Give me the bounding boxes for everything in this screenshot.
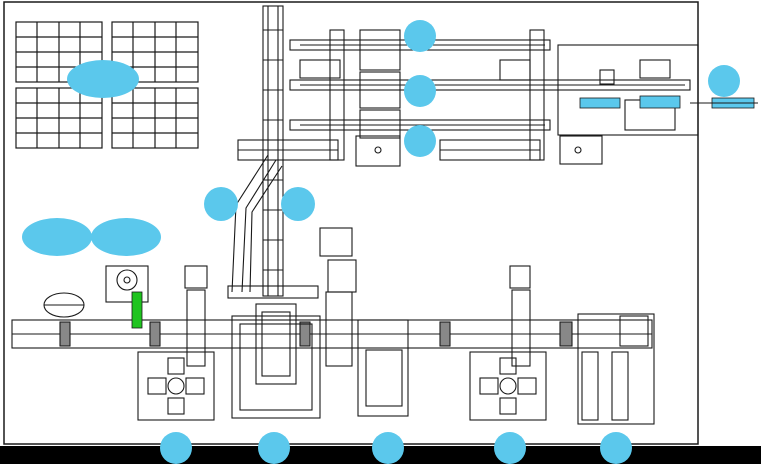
callout-marker-upper-3: [404, 125, 436, 157]
teal-output-strip: [579, 95, 758, 109]
upper-conveyor-lines: [237, 29, 699, 167]
callout-marker-left-b: [91, 218, 161, 256]
main-conveyor: [11, 319, 653, 349]
callout-marker-grid: [67, 60, 139, 98]
callout-marker-incline-left: [204, 187, 238, 221]
callout-marker-bottom-4: [494, 432, 526, 464]
callout-marker-left-a: [22, 218, 92, 256]
vertical-gantry: [262, 5, 284, 297]
green-highlight-component: [131, 291, 143, 329]
rotary-tables: [137, 351, 547, 421]
callout-marker-incline-right: [281, 187, 315, 221]
grid-panel-bottom-right: [111, 87, 199, 149]
inclined-conveyor: [227, 154, 319, 299]
callout-marker-upper-2: [404, 75, 436, 107]
station-columns: [184, 227, 531, 367]
grid-panel-bottom-left: [15, 87, 103, 149]
callout-markers: [22, 20, 740, 256]
label-spool-unit: [43, 265, 149, 318]
callout-marker-bottom-3: [372, 432, 404, 464]
grid-panel-top-right: [111, 21, 199, 83]
callout-marker-bottom-2: [258, 432, 290, 464]
callout-marker-bottom-1: [160, 432, 192, 464]
bottom-callout-markers: [160, 432, 632, 464]
center-work-cell: [231, 303, 409, 419]
callout-marker-bottom-5: [600, 432, 632, 464]
output-stacker: [577, 313, 655, 425]
tray-grid-panels: [15, 21, 199, 149]
callout-marker-output: [708, 65, 740, 97]
callout-marker-upper-1: [404, 20, 436, 52]
drawing-frame: [3, 1, 699, 445]
